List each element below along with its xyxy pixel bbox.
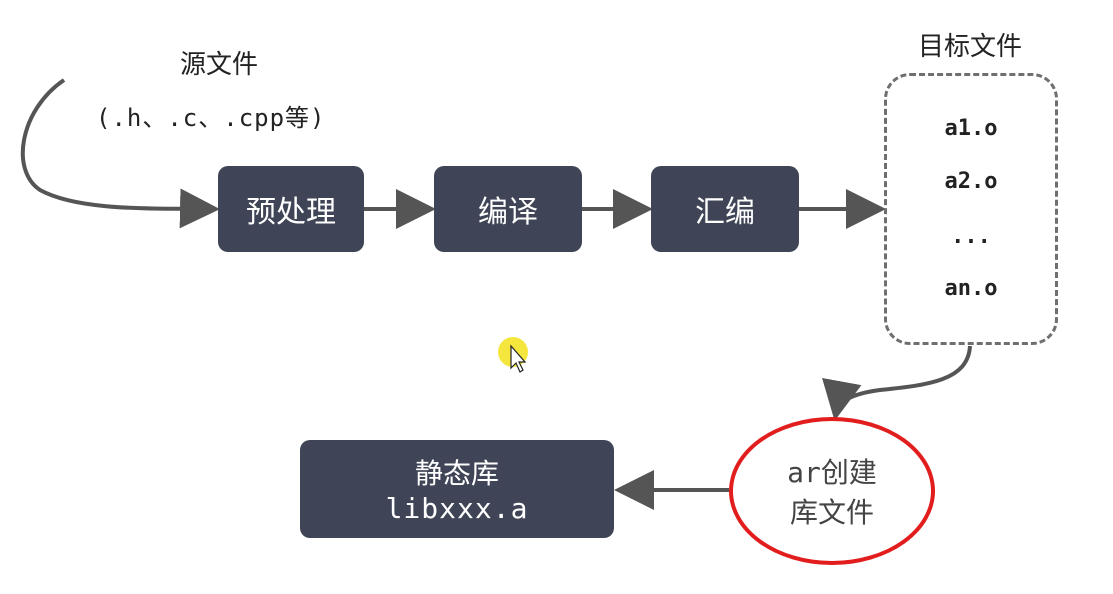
source-files-extensions: (.h、.c、.cpp等) [96,104,326,132]
ar-command: ar [787,456,821,489]
arrow-objects-to-ar [822,345,972,421]
step-assemble: 汇编 [651,166,799,252]
ar-create-library-circle: ar创建 库文件 [729,417,935,565]
ar-line-2: 库文件 [789,496,874,529]
step-compile: 编译 [434,166,582,252]
object-files-group: a1.o a2.o ... an.o [884,73,1058,345]
static-library-box: 静态库 libxxx.a [300,440,614,538]
ar-line-1: ar创建 [787,451,877,491]
object-file-item: a2.o [944,169,998,194]
step-preprocess: 预处理 [218,166,364,252]
object-file-item: an.o [944,276,998,301]
object-files-title: 目标文件 [918,32,1023,62]
ar-line-1-text: 创建 [820,456,877,489]
static-library-filename: libxxx.a [385,492,529,525]
object-file-ellipsis: ... [951,224,991,249]
arrow-source-to-preprocess [20,78,220,229]
source-files-title: 源文件 [180,50,259,80]
mouse-cursor-icon [498,337,528,373]
object-file-item: a1.o [944,116,998,141]
static-library-title: 静态库 [414,457,499,490]
